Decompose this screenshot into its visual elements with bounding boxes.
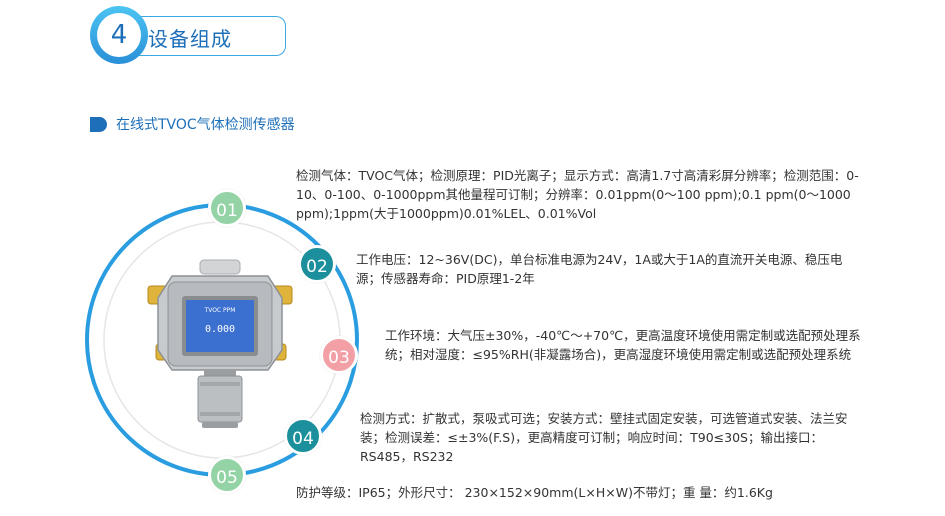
step-badge-04: 04 (284, 417, 322, 455)
subsection-title: 在线式TVOC气体检测传感器 (116, 117, 295, 133)
spec-text-01: 检测气体：TVOC气体；检测原理：PID光离子；显示方式：高清1.7寸高清彩屏分… (296, 168, 859, 221)
spec-text-03: 工作环境：大气压±30%，-40℃～+70℃，更高温度环境使用需定制或选配预处理… (385, 328, 861, 362)
step-badge-05: 05 (208, 456, 246, 494)
subsection-heading: 在线式TVOC气体检测传感器 (90, 114, 295, 134)
step-badge-01: 01 (208, 189, 246, 227)
spec-text-02: 工作电压：12~36V(DC)，单台标准电源为24V，1A或大于1A的直流开关电… (356, 252, 843, 286)
header-title: 设备组成 (148, 27, 232, 51)
step-badge-03: 03 (320, 336, 358, 374)
spec-text-05: 防护等级：IP65；外形尺寸： 230×152×90mm(L×H×W)不带灯；重… (296, 485, 773, 500)
spec-text-04: 检测方式：扩散式，泵吸式可选；安装方式：壁挂式固定安装，可选管道式安装、法兰安装… (360, 411, 848, 464)
step-badge-02: 02 (298, 245, 336, 283)
section-header: 设备组成 4 (90, 6, 286, 64)
screen-top-label: TVOC PPM (204, 307, 236, 314)
bullet-icon (90, 116, 107, 132)
gas-detector-image: TVOC PPM 0.000 (147, 259, 293, 428)
screen-value: 0.000 (205, 324, 235, 335)
header-number-badge: 4 (90, 6, 148, 64)
header-number: 4 (97, 13, 141, 57)
